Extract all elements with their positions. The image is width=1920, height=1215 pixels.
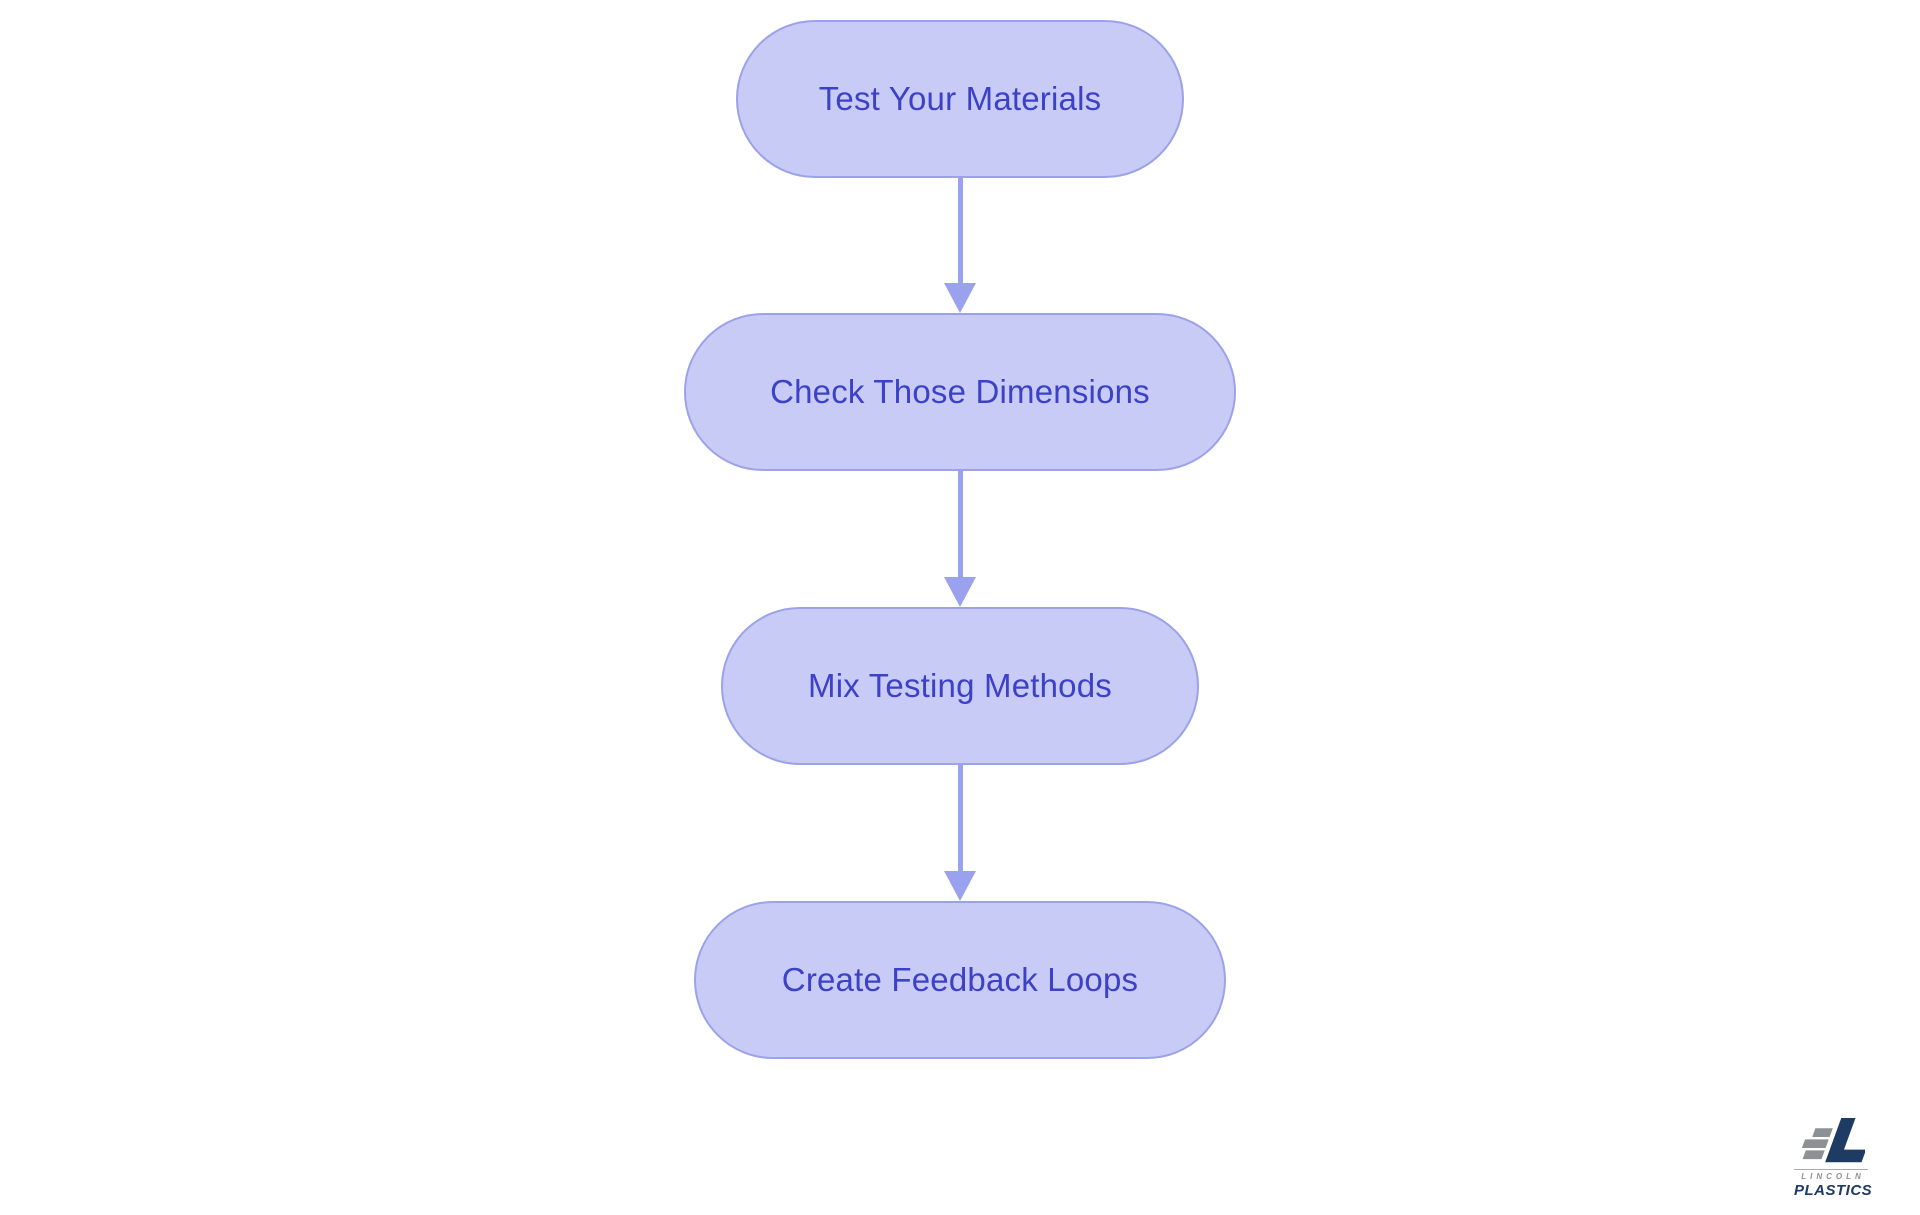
arrow-line <box>957 765 963 875</box>
arrow-down-connector-2 <box>944 471 976 607</box>
arrow-line <box>957 178 963 287</box>
flow-node-test-your-materials: Test Your Materials <box>736 20 1184 178</box>
flow-node-create-feedback-loops: Create Feedback Loops <box>694 901 1226 1059</box>
flow-node-mix-testing-methods: Mix Testing Methods <box>721 607 1199 765</box>
lincoln-plastics-l-mark-icon <box>1801 1118 1865 1163</box>
arrow-head-icon <box>944 283 976 313</box>
logo-brand-name: LINCOLN <box>1794 1169 1868 1181</box>
logo-brand-tagline: PLASTICS <box>1794 1182 1873 1199</box>
arrow-head-icon <box>944 577 976 607</box>
flow-node-label: Mix Testing Methods <box>808 667 1112 704</box>
flow-node-label: Test Your Materials <box>818 80 1102 117</box>
arrow-down-connector-3 <box>944 765 976 901</box>
flow-node-label: Create Feedback Loops <box>781 961 1139 998</box>
flow-node-check-those-dimensions: Check Those Dimensions <box>684 313 1236 471</box>
arrow-down-connector-1 <box>944 178 976 313</box>
lincoln-plastics-logo: LINCOLN PLASTICS <box>1794 1118 1873 1199</box>
flow-node-label: Check Those Dimensions <box>770 373 1150 410</box>
arrow-line <box>957 471 963 581</box>
arrow-head-icon <box>944 871 976 901</box>
